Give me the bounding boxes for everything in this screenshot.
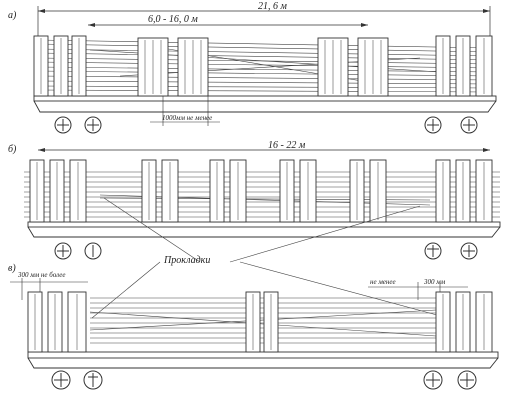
max-distance-label: 300 мм не более xyxy=(17,271,65,279)
stanchion-group-1 xyxy=(33,35,87,97)
bogie-right xyxy=(424,116,478,134)
min-gap-value: 300 мм xyxy=(423,278,446,286)
min-distance-note: 1000мм не менее xyxy=(150,96,220,126)
dimension-inner-label: 6,0 - 16, 0 м xyxy=(148,14,198,25)
stanchion-bars-a xyxy=(40,38,485,94)
stanchion-bars-b xyxy=(36,162,485,220)
platform-frame xyxy=(33,100,497,113)
stanchions-b xyxy=(29,159,493,223)
dimension-b-label: 16 - 22 м xyxy=(268,140,306,151)
dimension-overall: 21, 6 м xyxy=(37,1,491,38)
stanchion-bars-c xyxy=(34,294,485,350)
bogie-left xyxy=(51,370,103,390)
bogie-left xyxy=(54,242,102,260)
platform-deck xyxy=(27,351,499,359)
min-distance-label: 1000мм не менее xyxy=(162,114,212,122)
min-gap-label: не менее xyxy=(370,278,396,286)
spacers-label: Прокладки xyxy=(163,255,210,266)
stanchion-group-4 xyxy=(435,35,493,97)
platform-deck xyxy=(33,95,497,102)
dimension-inner: 6,0 - 16, 0 м xyxy=(88,14,368,27)
load-bundle xyxy=(89,297,437,344)
panel-c-label: в) xyxy=(8,263,16,274)
dimension-b: 16 - 22 м xyxy=(38,140,490,152)
platform-deck xyxy=(27,221,501,228)
load-bundle xyxy=(37,39,493,93)
panel-c: в) Прокладки 300 мм не более не менее 30… xyxy=(8,197,499,390)
panel-a: а) 21, 6 м 6,0 - 16, 0 м xyxy=(8,1,497,134)
stanchion-group-2 xyxy=(137,37,209,97)
bogie-left xyxy=(54,116,102,134)
platform-frame xyxy=(27,357,499,369)
dimension-overall-label: 21, 6 м xyxy=(258,1,288,12)
platform-frame xyxy=(27,226,501,238)
panel-b: б) 16 - 22 м xyxy=(8,140,501,260)
spacers-callout: Прокладки xyxy=(91,197,449,319)
panel-b-label: б) xyxy=(8,144,17,155)
bogie-right xyxy=(423,370,477,390)
bogie-right xyxy=(424,242,478,260)
load-bundle xyxy=(24,171,500,218)
min-gap-note: не менее 300 мм xyxy=(368,278,468,300)
panel-a-label: а) xyxy=(8,10,17,21)
